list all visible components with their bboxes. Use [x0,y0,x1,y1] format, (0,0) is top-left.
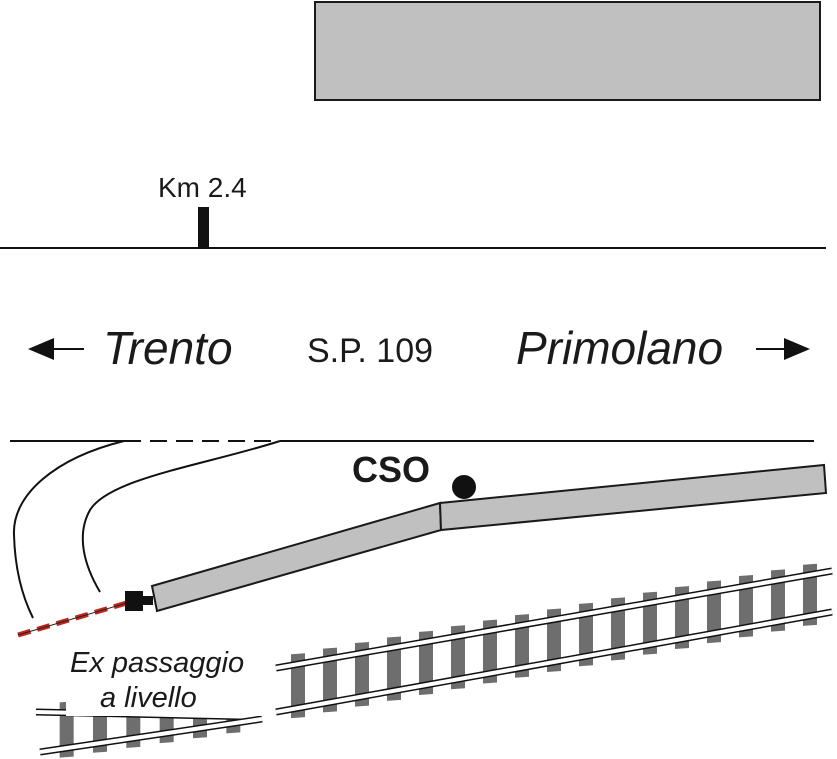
rail-sleeper [675,586,689,649]
platform-east [438,463,828,532]
rail-sleeper [643,591,657,655]
km-post [198,207,209,248]
rail-sleeper [515,614,529,678]
rail-sleeper [355,642,369,707]
rail-sleeper [707,580,721,644]
rail-sleeper [387,636,401,701]
rail-sleeper [771,569,785,632]
arrow-right-icon [756,338,810,360]
crossing-label-line2: a livello [100,682,197,714]
rail-sleeper [739,574,753,638]
curve-outer [12,440,125,619]
rail-sleeper [451,625,465,690]
rail-sleeper [419,630,433,696]
rail-sleeper [291,653,305,719]
rail-sleeper [579,602,593,667]
rail-sleeper [803,563,817,626]
rail-sleeper [483,619,497,684]
km-label: Km 2.4 [158,172,247,203]
rail-sleeper [323,647,337,713]
filled-circle-icon [452,475,476,499]
rail-sleeper [547,608,561,672]
crossing-label-line1: Ex passaggio [70,647,244,679]
rail-sleeper [611,597,625,661]
building [314,1,821,101]
west-destination: Trento [103,322,233,374]
access-road-edge [81,440,281,593]
railway-sleepers [291,563,817,719]
platform-west [150,501,443,613]
former-level-crossing-label: Ex passaggio a livello [66,644,270,716]
station-label: CSO [352,449,430,490]
road-name: S.P. 109 [307,332,433,370]
railway-rails [275,567,833,716]
arrow-left-icon [28,338,84,360]
level-crossing-barrier-icon [17,591,153,639]
east-destination: Primolano [516,322,723,374]
